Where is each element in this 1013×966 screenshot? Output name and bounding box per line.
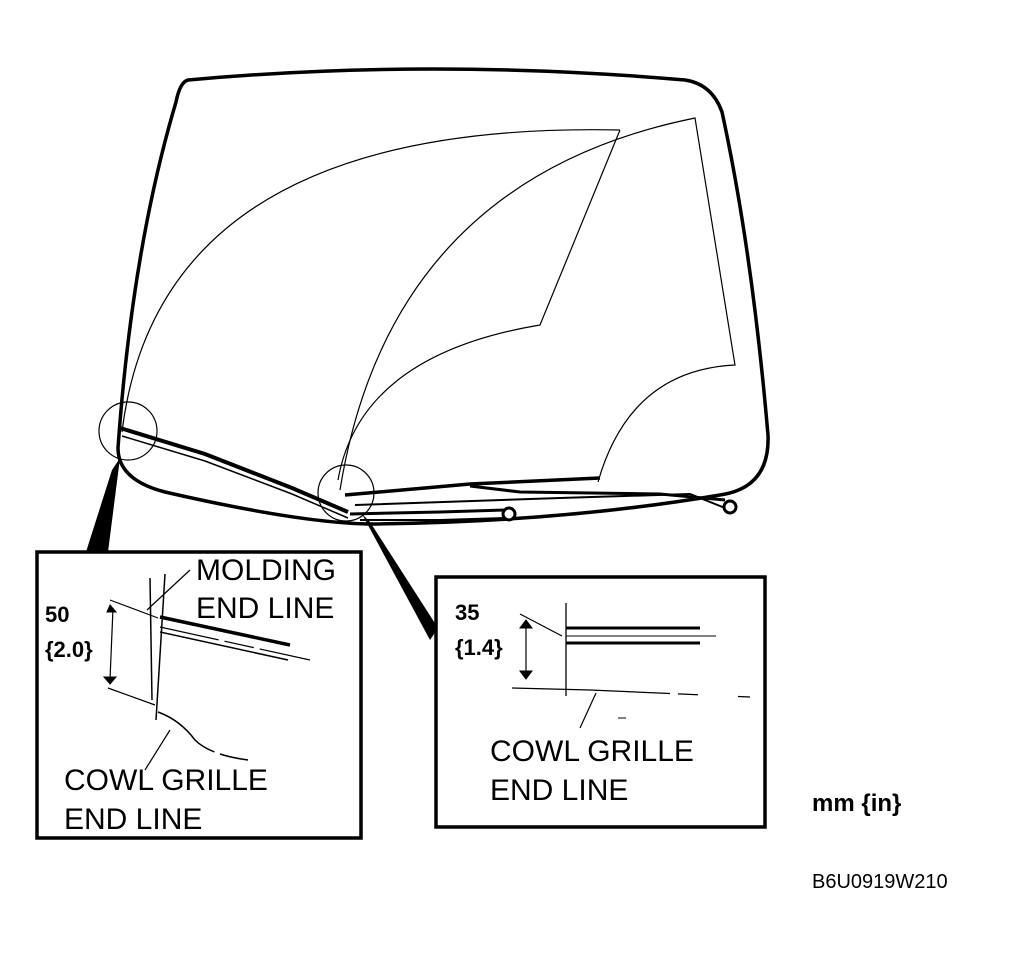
left-dimension-in: {2.0} (45, 637, 93, 662)
driver-pivot (501, 506, 517, 522)
passenger-wiper-arm-lower (354, 492, 726, 509)
driver-wiper-arm (349, 508, 506, 516)
right-cowl-label-line2: END LINE (490, 774, 629, 807)
right-callout-wedge (362, 514, 438, 640)
passenger-wiper-arm (469, 484, 726, 502)
driver-wiper-arm-lower (360, 517, 506, 521)
windshield-outline (116, 67, 770, 526)
left-detail-circle (98, 401, 158, 461)
molding-label-line1: MOLDING (196, 554, 337, 587)
right-cowl-label-line1: COWL GRILLE (490, 735, 694, 768)
figure-code: B6U0919W210 (812, 871, 948, 893)
molding-label-line2: END LINE (196, 592, 335, 625)
right-detail-box (434, 575, 767, 829)
driver-wiper-blade-inner (121, 435, 349, 519)
driver-sweep-area (121, 129, 621, 433)
left-cowl-label-line1: COWL GRILLE (64, 764, 268, 797)
right-detail-circle (317, 464, 375, 522)
left-dimension-mm: 50 (45, 602, 70, 627)
right-detail-drawing (511, 603, 751, 729)
passenger-wiper-blade (344, 476, 601, 497)
left-detail-drawing (102, 569, 311, 771)
right-dimension-mm: 35 (455, 600, 480, 625)
left-detail-box (35, 550, 363, 840)
left-cowl-label-line2: END LINE (64, 803, 203, 836)
driver-wiper-blade (119, 426, 349, 514)
passenger-sweep-area (339, 117, 736, 491)
units-label: mm {in} (812, 790, 902, 817)
right-dimension-in: {1.4} (455, 635, 503, 660)
driver-sweep-inner (337, 129, 621, 481)
passenger-pivot (722, 499, 738, 515)
left-callout-wedge (86, 458, 120, 552)
